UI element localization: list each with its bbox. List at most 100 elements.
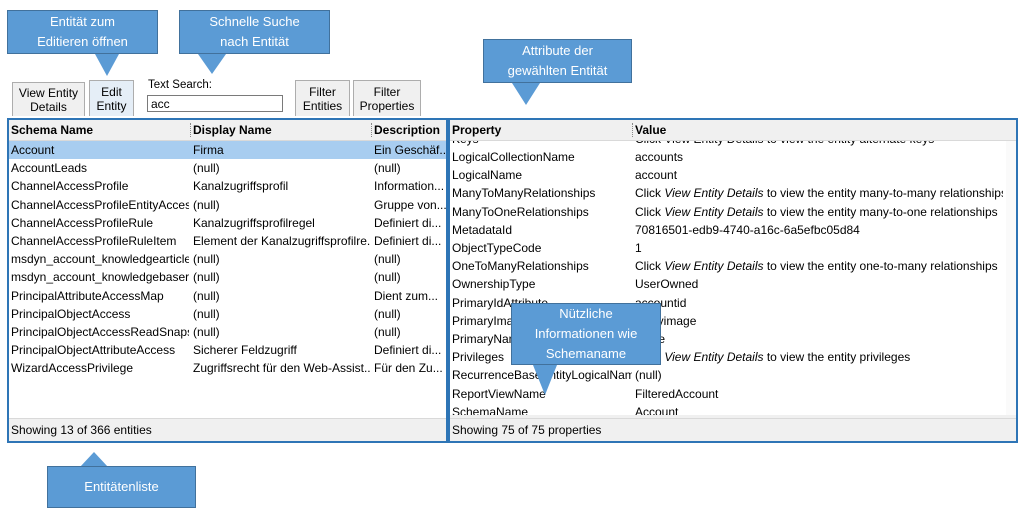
button-label: Edit — [101, 84, 122, 99]
column-header-property[interactable]: Property — [452, 123, 502, 137]
callout-useful-info-arrow — [533, 365, 557, 395]
callout-text: gewählten Entität — [507, 63, 608, 78]
table-cell: (null) — [193, 252, 220, 267]
table-cell: Definiert di... — [374, 343, 442, 358]
column-separator[interactable] — [632, 123, 633, 137]
table-cell: Ein Geschäf... — [374, 143, 446, 157]
value-text: Click — [635, 204, 665, 219]
property-name-cell: ObjectTypeCode — [452, 241, 542, 255]
property-name-cell: ManyToManyRelationships — [452, 186, 596, 201]
property-name-cell: ReportViewName — [452, 386, 546, 401]
property-value-cell: UserOwned — [633, 275, 1003, 293]
table-row[interactable]: LogicalName account — [450, 166, 1016, 184]
column-header-display-name[interactable]: Display Name — [193, 123, 272, 137]
table-row[interactable]: msdyn_account_knowledgearticle(null)(nul… — [9, 250, 446, 268]
table-row[interactable]: AccountLeads(null)(null) — [9, 159, 446, 177]
property-value-cell: Click View Entity Details to view the en… — [633, 184, 1003, 202]
table-cell: ChannelAccessProfileRule — [11, 215, 154, 230]
value-link-text: View Entity Details — [664, 204, 764, 219]
callout-text: Editieren öffnen — [37, 34, 128, 49]
table-cell: Firma — [193, 143, 224, 157]
callout-quick-search-arrow — [198, 54, 226, 74]
entity-grid-header: Schema Name Display Name Description — [9, 120, 446, 141]
table-cell: Sicherer Feldzugriff — [193, 343, 297, 358]
value-text: to view the entity privileges — [763, 350, 911, 365]
value-text: 1 — [635, 241, 642, 255]
property-name-cell: OneToManyRelationships — [452, 259, 589, 274]
column-header-description[interactable]: Description — [374, 123, 441, 137]
table-cell: (null) — [374, 270, 401, 285]
callout-text: Schemaname — [545, 346, 627, 361]
callout-text: Entität zum — [49, 14, 116, 29]
text-search-label: Text Search: — [148, 79, 212, 91]
value-link-text: View Entity Details — [664, 259, 764, 274]
table-cell: Account — [11, 143, 55, 157]
table-cell: PrincipalAttributeAccessMap — [11, 288, 164, 303]
property-value-cell: FilteredAccount — [633, 385, 1003, 403]
column-separator[interactable] — [371, 123, 372, 137]
text-search-input[interactable] — [147, 95, 283, 112]
table-row[interactable]: ManyToManyRelationships Click View Entity… — [450, 184, 1016, 202]
property-value-cell: Click View Entity Details to view the en… — [633, 257, 1003, 275]
table-cell: msdyn_account_knowledgearticle — [11, 252, 189, 267]
property-name-cell: LogicalName — [452, 168, 523, 183]
table-cell: (null) — [374, 325, 401, 339]
table-row[interactable]: WizardAccessPrivilege Zugriffsrecht für d… — [9, 359, 446, 377]
table-cell: PrincipalObjectAccess — [11, 306, 131, 321]
property-value-cell: Click View Entity Details to view the en… — [633, 203, 1003, 221]
table-cell: Gruppe von... — [374, 197, 446, 212]
table-row[interactable]: PrincipalObjectAccess(null)(null) — [9, 305, 446, 323]
property-value-cell: (null) — [633, 366, 1003, 384]
value-text: to view the entity many-to-many relation… — [763, 186, 1003, 201]
table-cell: WizardAccessPrivilege — [11, 361, 134, 376]
property-value-cell: account — [633, 166, 1003, 184]
column-separator[interactable] — [190, 123, 191, 137]
table-row[interactable]: Account Firma Ein Geschäf... — [9, 141, 446, 159]
property-name-cell: LogicalCollectionName — [452, 150, 575, 164]
table-row[interactable]: PrincipalAttributeAccessMap(null)Dient z… — [9, 287, 446, 305]
property-value-cell: 1 — [633, 239, 1003, 257]
table-cell: (null) — [193, 161, 220, 176]
callout-text: Entitätenliste — [84, 479, 159, 494]
value-text: Click — [635, 259, 665, 274]
property-vertical-scrollbar[interactable] — [1006, 140, 1016, 419]
property-value-cell: name — [633, 330, 1003, 348]
button-label: View Entity — [18, 85, 79, 100]
table-cell: Element der Kanalzugriffsprofilre... — [193, 234, 371, 248]
column-header-schema-name[interactable]: Schema Name — [11, 123, 94, 137]
table-row[interactable]: OneToManyRelationships Click View Entity … — [450, 257, 1016, 275]
table-cell: Zugriffsrecht für den Web-Assist... — [193, 361, 371, 376]
table-row[interactable]: ChannelAccessProfileEntityAcces...(null)… — [9, 196, 446, 214]
property-horizontal-scrollbar[interactable] — [450, 415, 1016, 419]
table-cell: Definiert di... — [374, 215, 442, 230]
table-cell: (null) — [193, 288, 220, 303]
column-header-value[interactable]: Value — [635, 123, 667, 137]
callout-entity-list: Entitätenliste — [47, 466, 196, 508]
callout-text: Attribute der — [522, 43, 593, 58]
property-value-cell: Click View Entity Details to view the en… — [633, 348, 1003, 366]
value-text: (null) — [635, 368, 662, 383]
callout-entity-list-arrow — [80, 452, 108, 467]
table-row[interactable]: ReportViewName FilteredAccount — [450, 385, 1016, 403]
callout-text: Informationen wie — [534, 326, 638, 341]
callout-edit-entity-arrow — [95, 54, 119, 76]
table-row[interactable]: ObjectTypeCode 1 — [450, 239, 1016, 257]
table-cell: ChannelAccessProfileEntityAcces... — [11, 197, 189, 212]
table-row[interactable]: msdyn_account_knowledgebaser...(null)(nu… — [9, 268, 446, 286]
table-row[interactable]: PrincipalObjectAccessReadSnaps...(null)(… — [9, 323, 446, 341]
callout-text: nach Entität — [220, 34, 289, 49]
button-label: Entity — [96, 98, 127, 113]
